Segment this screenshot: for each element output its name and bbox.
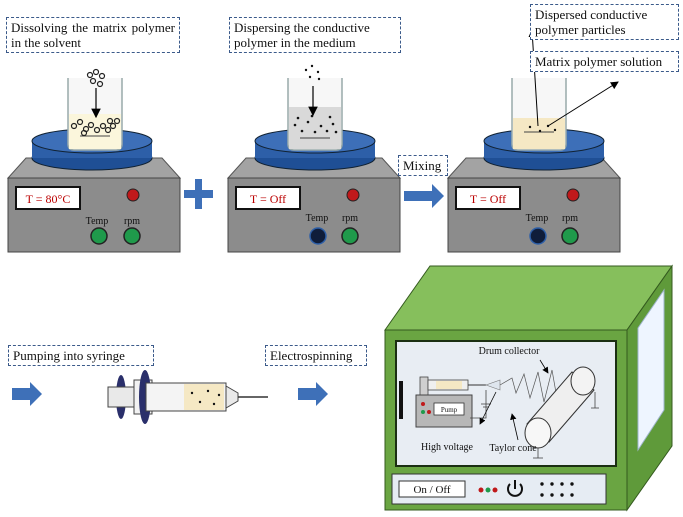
solution-callout-arrow xyxy=(547,81,619,127)
mixing-arrow-icon xyxy=(404,184,444,208)
drum-collector xyxy=(524,366,599,459)
particles-callout-arrow xyxy=(528,29,539,127)
rpm-knob-3[interactable] xyxy=(561,227,579,245)
pumping-label: Pumping into syringe xyxy=(8,345,154,366)
temperature-readout-2: T = Off xyxy=(250,192,286,206)
temperature-display-3 xyxy=(455,186,521,210)
pump-label: Pump xyxy=(441,406,458,414)
step2-label: Dispersing the conductive polymer in the… xyxy=(229,17,401,53)
temp-knob-1[interactable] xyxy=(90,227,108,245)
beaker-3 xyxy=(511,78,567,151)
temp-knob-3[interactable] xyxy=(529,227,547,245)
temp-knob-2[interactable] xyxy=(309,227,327,245)
syringe-pump xyxy=(415,376,486,428)
indicator-light-2 xyxy=(346,188,360,202)
on-off-label: On / Off xyxy=(413,484,450,496)
plus-icon xyxy=(184,179,213,209)
matrix-solution-label: Matrix polymer solution xyxy=(530,51,679,72)
beaker-1 xyxy=(67,68,123,151)
hot-plate-stirrer-3: T = Off Temp rpm xyxy=(446,78,622,253)
hot-plate-stirrer-2: T = Off Temp rpm xyxy=(226,64,402,253)
temp-knob-label-3: Temp xyxy=(526,213,549,224)
mixing-label: Mixing xyxy=(398,155,448,176)
indicator-light-1 xyxy=(126,188,140,202)
rpm-knob-1[interactable] xyxy=(123,227,141,245)
arrow-right-icon xyxy=(12,382,42,406)
temp-knob-label-2: Temp xyxy=(306,213,329,224)
indicator-light-3 xyxy=(566,188,580,202)
rpm-knob-label-1: rpm xyxy=(124,216,140,227)
temperature-display-2 xyxy=(235,186,301,210)
syringe xyxy=(107,370,268,424)
electrospinning-cabinet: Pump Drum collector High voltage Taylor … xyxy=(384,264,673,512)
beaker-2 xyxy=(287,64,343,151)
step1-label: Dissolving the matrix polymer in the sol… xyxy=(6,17,180,53)
temperature-readout-3: T = Off xyxy=(470,192,506,206)
drum-callout-arrow xyxy=(539,359,549,374)
rpm-knob-label-2: rpm xyxy=(342,213,358,224)
temperature-readout-1: T = 80°C xyxy=(26,192,71,206)
electrospinning-label: Electrospinning xyxy=(265,345,367,366)
high-voltage-label: High voltage xyxy=(421,442,473,453)
temp-knob-label-1: Temp xyxy=(86,216,109,227)
power-icon[interactable] xyxy=(507,480,523,497)
taylor-cone-label: Taylor cone xyxy=(489,443,537,454)
rpm-knob-label-3: rpm xyxy=(562,213,578,224)
particles-label: Dispersed conductive polymer particles xyxy=(530,4,679,40)
fiber-jet xyxy=(499,369,559,405)
temperature-display-1 xyxy=(15,186,81,210)
high-voltage-callout-arrow xyxy=(479,391,497,425)
hot-plate-stirrer-1: T = 80°C Temp rpm xyxy=(6,68,182,253)
speaker-grille xyxy=(540,482,574,497)
drum-collector-label: Drum collector xyxy=(479,346,540,357)
on-off-switch[interactable] xyxy=(398,480,466,498)
rpm-knob-2[interactable] xyxy=(341,227,359,245)
taylor-cone-callout-arrow xyxy=(510,413,519,441)
arrow-right-icon xyxy=(298,382,328,406)
